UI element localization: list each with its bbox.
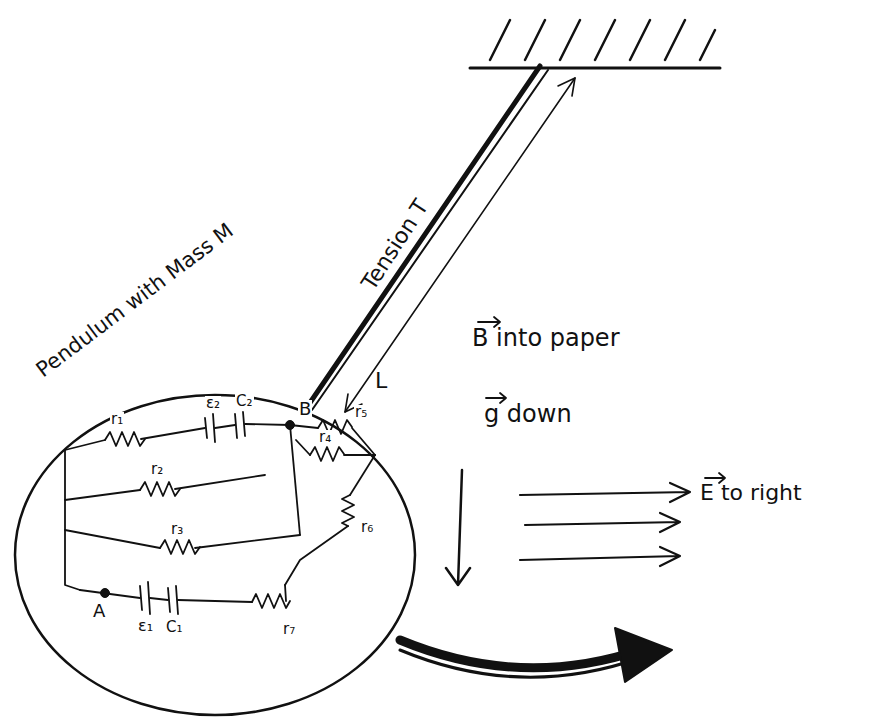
circuit-wires: [65, 412, 375, 614]
resistor-label: r₁: [110, 412, 124, 427]
swing-arrow: [400, 650, 640, 677]
resistor-label: r₆: [360, 520, 374, 535]
capacitor-label: C₂: [235, 394, 254, 409]
resistor-label: r₇: [282, 622, 296, 637]
arrowhead: [558, 78, 575, 96]
field-arrow: [520, 547, 680, 566]
length-arrow: [345, 78, 575, 412]
ceiling-line: [470, 67, 720, 70]
gravity-arrow: [446, 470, 470, 585]
capacitor-label: C₁: [165, 620, 184, 635]
field-label: E to right: [700, 482, 802, 504]
node-dot: [286, 421, 295, 430]
length-label: L: [375, 370, 387, 392]
resistor-label: r₄: [318, 430, 332, 445]
node-dot: [101, 589, 110, 598]
pendulum-bob: [15, 395, 415, 715]
resistor-label: r₂: [150, 462, 164, 477]
field-arrow: [525, 513, 680, 532]
emf-label: ε₁: [137, 618, 154, 634]
field-label: g down: [484, 402, 572, 426]
ceiling-hatch: [490, 20, 715, 60]
field-label: B into paper: [472, 326, 620, 350]
resistor-label: r₃: [170, 522, 184, 537]
resistor-label: r₅: [354, 405, 368, 420]
pendulum-string: [312, 70, 548, 410]
arrowhead: [615, 628, 672, 682]
node-label: B: [298, 400, 312, 418]
node-label: A: [92, 602, 106, 620]
mass-label: Pendulum with Mass M: [33, 219, 237, 380]
pendulum-string: [305, 66, 540, 410]
emf-label: ε₂: [205, 396, 221, 411]
field-arrow: [520, 483, 690, 502]
